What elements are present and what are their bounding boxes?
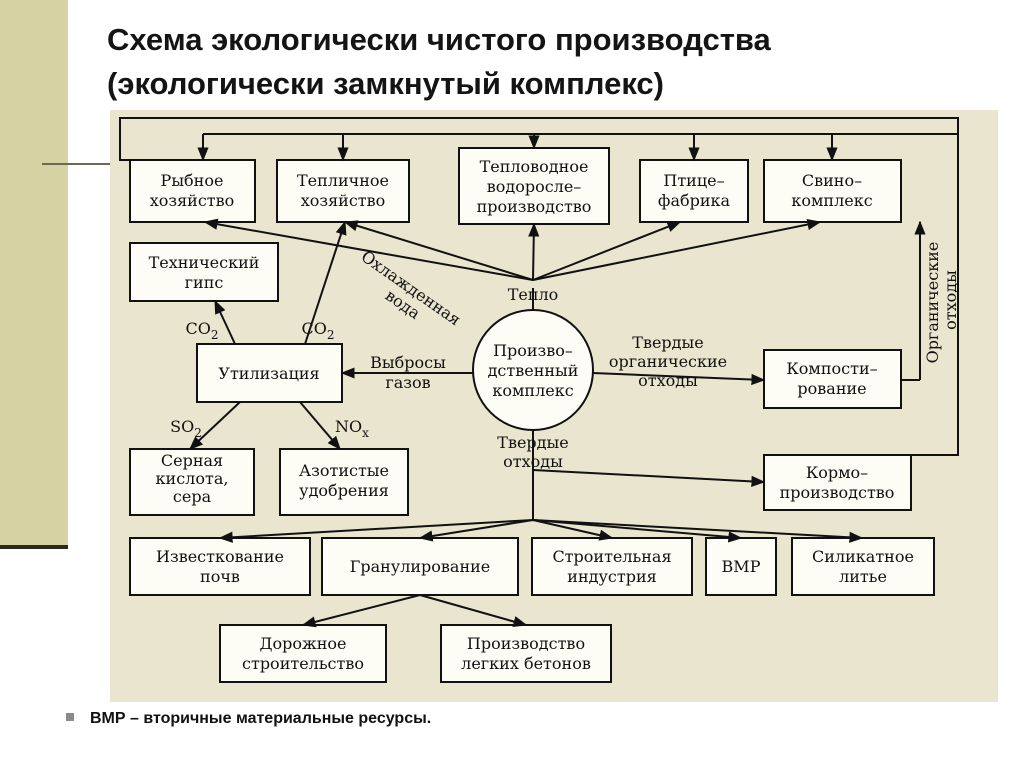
box-construction bbox=[531, 537, 693, 596]
footnote: ВМР – вторичные материальные ресурсы. bbox=[66, 710, 431, 728]
label-heat: Тепло bbox=[508, 285, 559, 304]
box-gypsum bbox=[129, 242, 279, 302]
box-liming bbox=[129, 537, 311, 596]
title-line-1: Схема экологически чистого производства bbox=[107, 22, 771, 57]
node-feed: Кормо–производство bbox=[780, 463, 895, 502]
box-fish bbox=[129, 159, 256, 223]
box-nitrogen bbox=[279, 448, 409, 516]
node-utilization: Утилизация bbox=[218, 364, 319, 383]
line-right-loop bbox=[911, 133, 959, 456]
box-compost bbox=[763, 349, 902, 409]
node-vmr: ВМР bbox=[722, 557, 761, 576]
label-co2-left: CO2 bbox=[186, 319, 219, 342]
box-greenhouse bbox=[276, 159, 410, 223]
title-rule bbox=[42, 163, 112, 165]
label-so2: SO2 bbox=[170, 417, 202, 440]
label-cooled-water: Охлажденная вода bbox=[347, 247, 468, 347]
node-pig: Свино–комплекс bbox=[791, 171, 872, 210]
slide-title: Схема экологически чистого производства … bbox=[107, 18, 987, 106]
footnote-text: ВМР – вторичные материальные ресурсы. bbox=[90, 710, 432, 727]
label-nox: NOx bbox=[335, 417, 369, 440]
box-concrete bbox=[440, 624, 612, 683]
box-vmr bbox=[705, 537, 777, 596]
box-road bbox=[219, 624, 387, 683]
box-poultry bbox=[639, 159, 749, 223]
side-decor-line bbox=[0, 545, 68, 549]
label-organic-waste: Органические отходы bbox=[923, 237, 960, 364]
box-algae bbox=[458, 147, 610, 225]
side-decor-bar bbox=[0, 0, 68, 548]
box-feed bbox=[763, 454, 912, 511]
node-compost: Компости–рование bbox=[786, 359, 877, 398]
node-poultry: Птице–фабрика bbox=[658, 171, 731, 210]
node-granulation: Гранулирование bbox=[350, 557, 491, 576]
label-co2-right: CO2 bbox=[302, 319, 335, 342]
bullet-icon bbox=[66, 712, 74, 721]
box-silicate bbox=[791, 537, 935, 596]
box-pig bbox=[763, 159, 902, 223]
title-line-2: (экологически замкнутый комплекс) bbox=[107, 66, 665, 101]
